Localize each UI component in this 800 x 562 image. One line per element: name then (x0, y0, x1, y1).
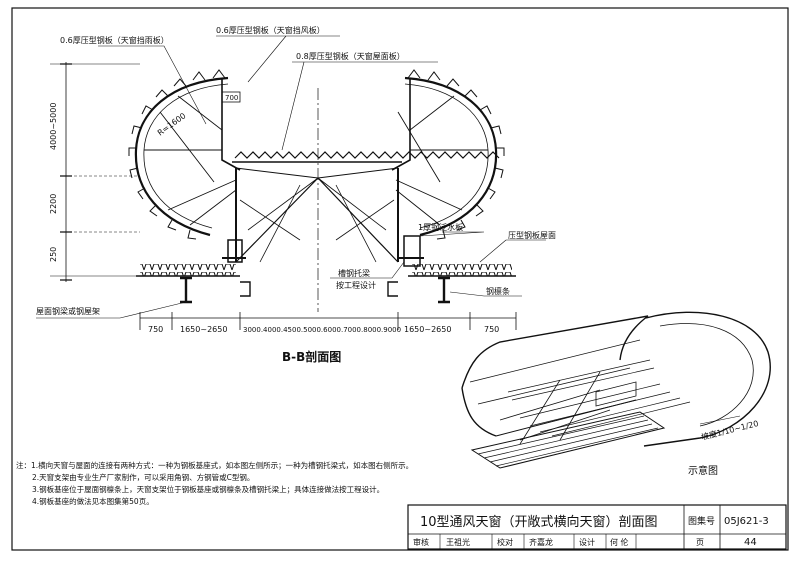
schematic-label: 示意图 (688, 464, 718, 477)
bb-section (36, 35, 546, 330)
reviewer: 王祖光 (446, 537, 470, 547)
label-radius: R=1600 (156, 111, 188, 137)
right-hood-outer (404, 76, 498, 237)
check-label: 校对 (497, 537, 513, 547)
note-1: 注：1.横向天窗与屋面的连接有两种方式：一种为钢板基座式，如本图左侧所示；一种为… (16, 461, 414, 470)
dim-750-left: 750 (148, 325, 163, 334)
label-height-250: 250 (49, 247, 58, 262)
design-label: 设计 (579, 537, 595, 547)
label-roof-ridge: 压型钢板屋面 (508, 230, 556, 240)
label-sail-panel: 0.6厚压型钢板（天窗挡雨板） (60, 35, 169, 45)
dim-right-span: 1650~2650 (404, 325, 451, 334)
dim-center-span: 3000.4000.4500.5000.6000.7000.8000.9000 (243, 326, 401, 334)
left-inner-wall (221, 78, 241, 171)
checker: 齐嘉龙 (529, 537, 553, 547)
title-block (407, 504, 787, 550)
dim-left-span: 1650~2650 (180, 325, 227, 334)
page-number: 44 (744, 537, 757, 548)
atlas-label: 图集号 (688, 515, 715, 527)
sheet-title: 10型通风天窗（开敞式横向天窗）剖面图 (420, 514, 658, 530)
label-roof-panel: 0.8厚压型钢板（天窗屋面板） (296, 51, 405, 61)
label-roof-beam: 屋面钢梁或钢屋架 (36, 306, 100, 316)
label-gutter-support: 槽钢托梁 (338, 268, 370, 278)
dim-750-right: 750 (484, 325, 499, 334)
label-flashing: 1厚钢泛水板 (418, 222, 463, 232)
right-hood-corrugation (407, 69, 505, 240)
page-label: 页 (696, 538, 704, 547)
section-title: B-B剖面图 (282, 349, 341, 364)
top-roof-panel (234, 151, 500, 159)
label-height-2200: 2200 (49, 194, 58, 214)
notes: 注：1.横向天窗与屋面的连接有两种方式：一种为钢板基座式，如本图左侧所示；一种为… (16, 460, 416, 508)
note-2: 2.天窗支架由专业生产厂家制作，可以采用角钢、方钢管或C型钢。 (32, 473, 255, 482)
label-height-total: 4000~5000 (49, 103, 58, 150)
sheet-border (11, 7, 789, 551)
right-inner-wall (391, 78, 411, 171)
designer: 何 伦 (610, 537, 629, 547)
label-by-design: 按工程设计 (336, 280, 376, 290)
note-3: 3.钢板基座位于屋面钢檩条上，天窗支架位于钢板基座或钢檩条及槽钢托梁上；具体连接… (32, 485, 385, 494)
label-700: 700 (225, 94, 238, 102)
review-label: 审核 (413, 537, 429, 547)
label-steel-purlin: 钢檩条 (486, 286, 510, 296)
atlas-number: 05J621-3 (724, 516, 769, 527)
label-wind-panel: 0.6厚压型钢板（天窗挡风板） (216, 25, 325, 35)
label-slope: 坡度1/10~1/20 (700, 418, 759, 442)
left-hood-outer (134, 76, 229, 237)
schematic-view (461, 311, 771, 469)
left-hood-corrugation (128, 69, 226, 240)
note-4: 4.钢板基座的做法见本图集第50页。 (32, 497, 154, 506)
